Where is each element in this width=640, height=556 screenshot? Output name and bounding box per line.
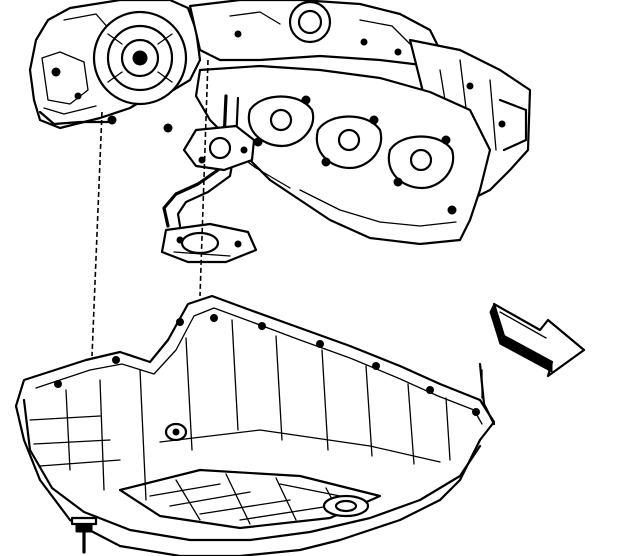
engine-block-icon	[28, 0, 532, 264]
guide-line-icon	[199, 59, 209, 297]
direction-arrow-icon	[489, 302, 586, 378]
bolt-icon	[70, 516, 98, 554]
oil-pan-icon	[14, 294, 496, 556]
